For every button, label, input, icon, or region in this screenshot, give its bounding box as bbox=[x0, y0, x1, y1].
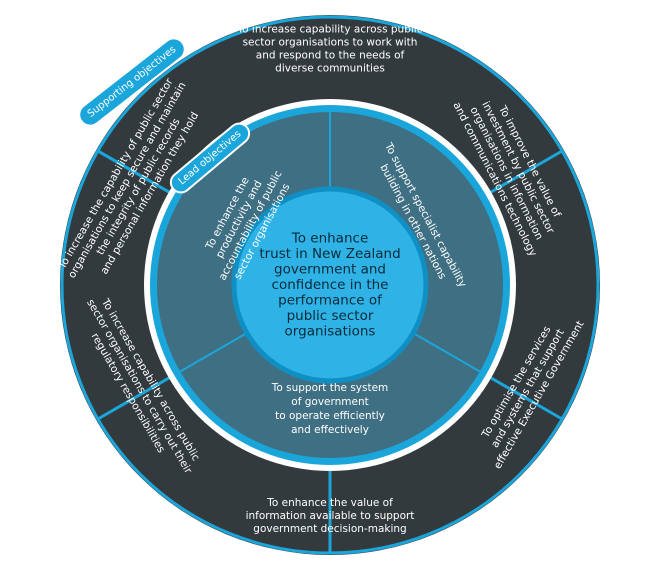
outer-divider-1 bbox=[487, 149, 563, 195]
lead-objective-text-block: To support the system of government to ope… bbox=[271, 382, 389, 436]
lead-ring-dividers bbox=[179, 112, 481, 373]
outer-ring-dividers bbox=[97, 149, 563, 553]
lead-objective-line: to operate efficiently bbox=[275, 410, 385, 422]
core-line: confidence in the bbox=[272, 277, 389, 293]
supporting-objective-line: sector organisations to work with bbox=[243, 37, 418, 49]
lead-objective-line: and effectively bbox=[291, 424, 369, 436]
lead-objective-system: To support the system of government to ope… bbox=[271, 382, 389, 436]
core-circle bbox=[231, 186, 429, 384]
lead-objective-line: of government bbox=[291, 396, 368, 408]
outer-divider-4 bbox=[97, 375, 173, 421]
outer-divider-2 bbox=[487, 375, 563, 421]
supporting-objective-diverse: To increase capability across publicsect… bbox=[237, 24, 423, 75]
core-line: performance of bbox=[278, 293, 383, 309]
core-line: To enhance bbox=[291, 231, 368, 247]
supporting-objective-line: diverse communities bbox=[275, 63, 385, 75]
supporting-objective-text-block: To increase capability across publicsect… bbox=[237, 24, 423, 75]
core-line: government and bbox=[274, 262, 386, 278]
supporting-objective-line: To increase capability across public bbox=[237, 24, 423, 36]
lead-divider-2 bbox=[179, 332, 248, 373]
supporting-objective-line: government decision-making bbox=[253, 523, 406, 535]
core-line: public sector bbox=[287, 308, 374, 324]
supporting-objective-line: and respond to the needs of bbox=[256, 50, 405, 62]
supporting-objective-line: To enhance the value of bbox=[266, 497, 393, 509]
core-line: trust in New Zealand bbox=[259, 246, 400, 262]
supporting-objective-line: information available to support bbox=[246, 510, 415, 522]
lead-objective-line: To support the system bbox=[271, 382, 389, 394]
outer-divider-5 bbox=[97, 149, 173, 195]
core-line: organisations bbox=[285, 324, 376, 340]
lead-divider-1 bbox=[412, 332, 481, 373]
